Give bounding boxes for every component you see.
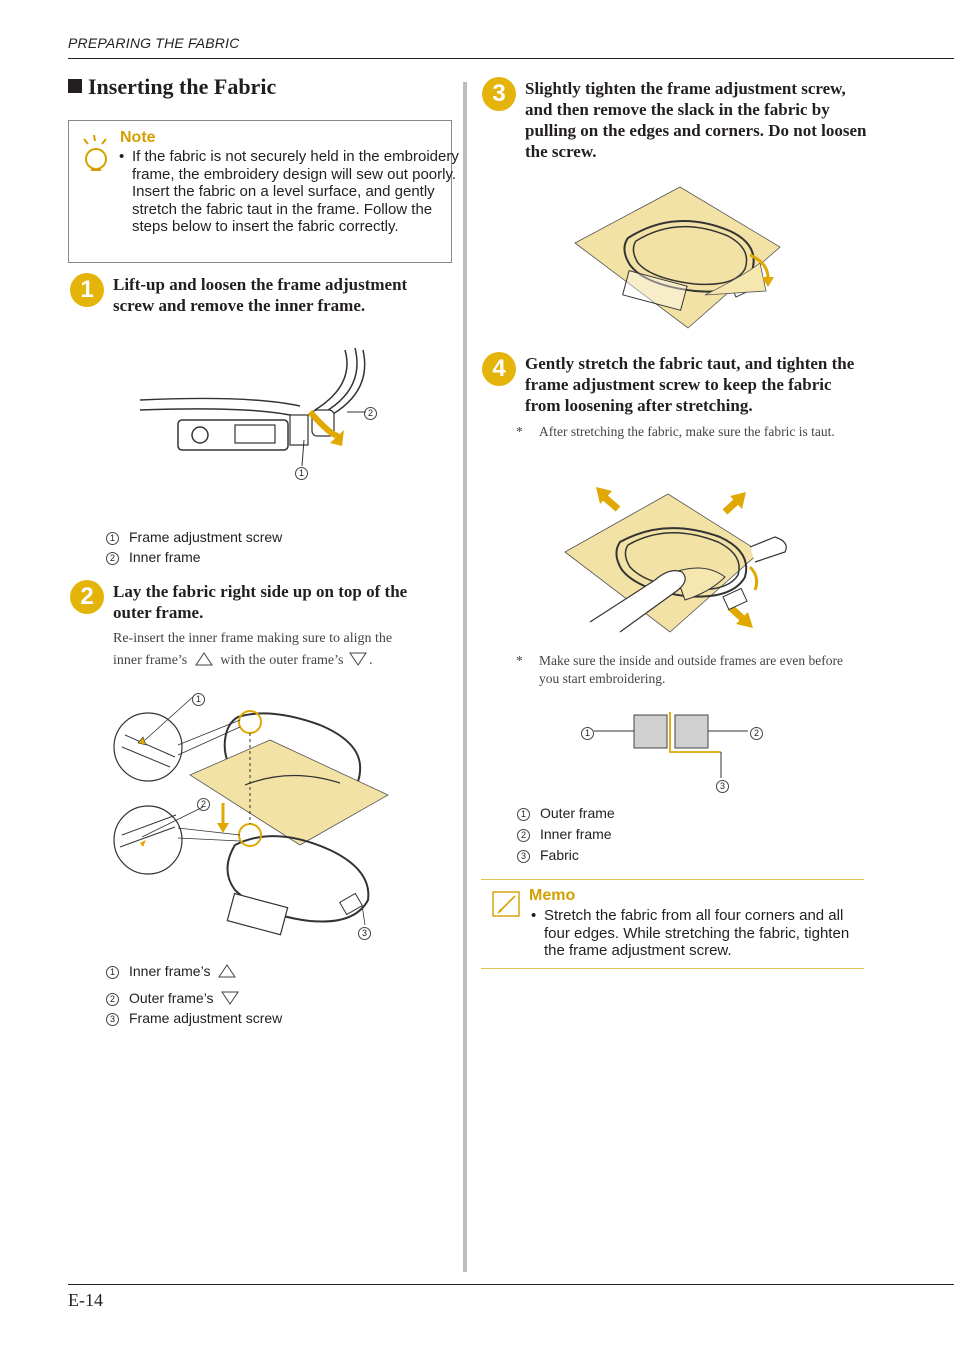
lightbulb-icon [83, 134, 107, 171]
step-3-text: Slightly tighten the frame adjustment sc… [525, 79, 867, 161]
memo-text: •Stretch the fabric from all four corner… [531, 907, 850, 960]
triangle-up-icon [218, 964, 237, 978]
step-1-text: Lift-up and loosen the frame adjustment … [113, 275, 408, 315]
stretch-fabric-illustration [564, 487, 787, 633]
column-divider [463, 82, 467, 1272]
step-4-badge: 4 [482, 352, 516, 386]
square-bullet-icon [68, 79, 82, 93]
asterisk: * [516, 653, 523, 668]
step-2-text: Lay the fabric right side up on top of t… [113, 582, 408, 622]
step-2-badge: 2 [70, 580, 104, 614]
callout-3: 3 [358, 924, 381, 940]
step-4-text: Gently stretch the fabric taut, and tigh… [525, 354, 855, 415]
page-number: E-14 [68, 1290, 103, 1310]
step-3-badge: 3 [482, 77, 516, 111]
section-title-text: Inserting the Fabric [88, 74, 277, 99]
memo-top-rule [481, 879, 864, 880]
note-title: Note [120, 129, 156, 146]
callout-1: 1 [295, 464, 318, 480]
asterisk: * [516, 424, 523, 439]
triangle-up-icon [194, 652, 213, 666]
callout-2: 2 [750, 724, 773, 740]
bullet-icon: • [531, 907, 537, 924]
step-1-badge: 1 [70, 273, 104, 307]
step-4-note-2: Make sure the inside and outside frames … [539, 653, 844, 686]
callout-3: 3 [716, 777, 739, 793]
fabric-on-frame-illustration [113, 694, 389, 936]
triangle-down-icon [349, 652, 367, 666]
section-title: Inserting the Fabric [68, 74, 276, 100]
note-box [68, 120, 452, 263]
step-4-note-1: After stretching the fabric, make sure t… [539, 424, 835, 439]
running-header: PREPARING THE FABRIC [68, 35, 240, 51]
memo-bottom-rule [481, 968, 864, 969]
frame-screw-illustration [139, 347, 366, 467]
callout-2: 2 [197, 795, 220, 811]
step-2-body: Re-insert the inner frame making sure to… [113, 631, 393, 668]
memo-title: Memo [529, 887, 576, 904]
callout-1: 1 [581, 724, 604, 740]
triangle-down-icon [221, 991, 240, 1005]
memo-pencil-icon [492, 891, 520, 917]
remove-slack-illustration [574, 186, 781, 329]
footer-rule [68, 1284, 954, 1285]
note-text: •If the fabric is not securely held in t… [119, 148, 459, 236]
callout-2: 2 [364, 404, 387, 420]
frame-alignment-diagram [594, 712, 748, 778]
callout-1: 1 [192, 690, 215, 706]
bullet-icon: • [119, 148, 125, 165]
header-rule [68, 58, 954, 59]
